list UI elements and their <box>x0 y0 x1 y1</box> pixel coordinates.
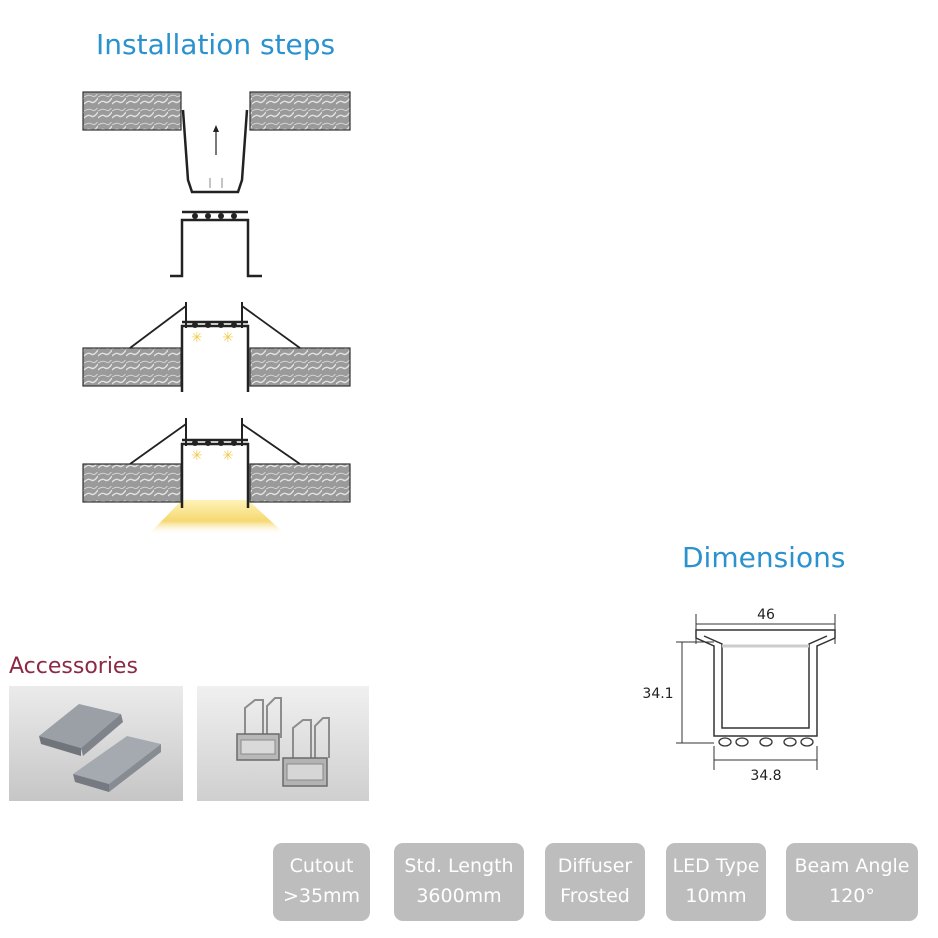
dimension-height: 34.1 <box>642 686 673 702</box>
accessories-heading: Accessories <box>9 654 138 679</box>
dimension-width-top: 46 <box>757 607 775 623</box>
installation-steps-diagram: ✳ ✳ ✳ ✳ <box>82 91 351 535</box>
step-1 <box>82 91 351 194</box>
dimensions-heading: Dimensions <box>682 541 846 574</box>
svg-text:✳: ✳ <box>191 330 203 346</box>
spec-diffuser: Diffuser Frosted <box>545 843 645 921</box>
end-caps-picture <box>9 686 183 801</box>
spec-std-length-value: 3600mm <box>416 885 502 907</box>
spec-cutout: Cutout >35mm <box>273 843 370 921</box>
svg-text:✳: ✳ <box>222 330 234 346</box>
installation-steps-heading: Installation steps <box>96 28 336 61</box>
mounting-clips-picture <box>197 686 369 801</box>
spec-beam-angle: Beam Angle 120° <box>786 843 918 921</box>
mounting-clip-photo <box>197 686 369 801</box>
dimension-width-bottom: 34.8 <box>750 768 781 784</box>
end-cap-photo <box>9 686 183 801</box>
step-4: ✳ ✳ <box>82 418 351 535</box>
spec-diffuser-label: Diffuser <box>557 855 633 877</box>
step-3: ✳ ✳ <box>82 302 351 392</box>
svg-text:✳: ✳ <box>222 448 234 464</box>
spec-diffuser-value: Frosted <box>560 885 630 907</box>
spec-std-length: Std. Length 3600mm <box>394 843 524 921</box>
dimensions-diagram: 46 34.1 34.8 <box>642 607 836 784</box>
spec-cutout-label: Cutout <box>289 855 354 877</box>
step-2 <box>170 210 262 278</box>
spec-beam-angle-value: 120° <box>829 885 875 907</box>
spec-beam-angle-label: Beam Angle <box>794 855 910 877</box>
spec-std-length-label: Std. Length <box>404 855 514 877</box>
spec-led-type-value: 10mm <box>685 885 747 907</box>
spec-led-type-label: LED Type <box>672 855 760 877</box>
svg-text:✳: ✳ <box>191 448 203 464</box>
spec-led-type: LED Type 10mm <box>666 843 766 921</box>
spec-cutout-value: >35mm <box>282 885 361 907</box>
